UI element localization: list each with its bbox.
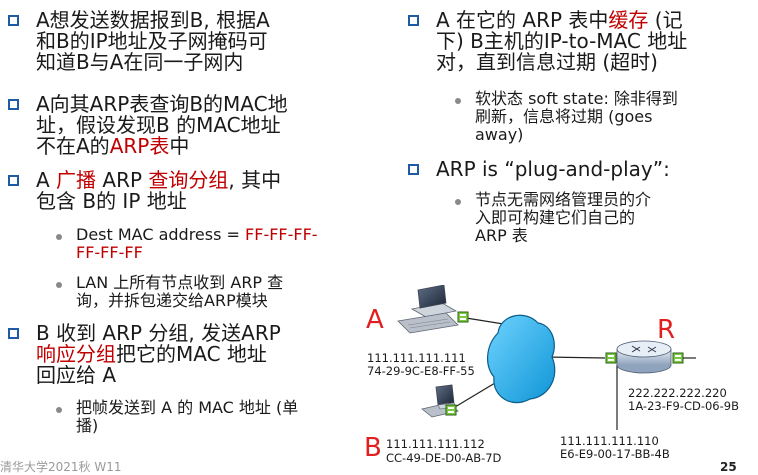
text-line: 刷新，信息将过期 (goes (475, 107, 653, 126)
course-footer: 清华大学2021秋 W11 (0, 460, 122, 474)
dot-bullet-icon (56, 407, 62, 413)
router-icon (616, 340, 672, 374)
host-a-letter: A (366, 305, 384, 335)
text-line: 不在A的 (36, 134, 110, 158)
link-cloud-router (544, 356, 606, 359)
square-bullet-icon (8, 15, 19, 26)
text-line: 对，直到信息过期 (超时) (436, 50, 658, 74)
sub-bullet-no-admin: 节点无需网络管理员的介 入即可构建它们自己的 ARP 表 (400, 191, 750, 245)
text-line: 回应给 A (36, 363, 117, 387)
text-line: ARP 表 (475, 226, 528, 245)
highlight-text: 响应分组 (36, 342, 116, 366)
text-line: LAN 上所有节点收到 ARP 查 (76, 273, 284, 292)
network-diagram: A B R 111.111.111.111 74-29-9C-E8-FF-55 … (360, 284, 758, 470)
text-line: 知道B与A在同一子网内 (36, 50, 244, 74)
text-line: 包含 B的 IP 地址 (36, 189, 187, 213)
host-b-letter: B (364, 433, 382, 463)
highlight-text: 缓存 (608, 8, 649, 32)
router-right-mac-label: 1A-23-F9-CD-06-9B (628, 399, 739, 413)
bullet-a-sends-datagram: A想发送数据报到B, 根据A 和B的IP地址及子网掩码可 知道B与A在同一子网内 (0, 10, 355, 73)
text-line: A想发送数据报到B, 根据A (36, 8, 270, 32)
dot-bullet-icon (455, 199, 461, 205)
router-left-ip-label: 111.111.111.110 (560, 434, 659, 448)
highlight-text: FF-FF-FF (76, 243, 143, 262)
router-left-mac-label: E6-E9-00-17-BB-4B (560, 447, 670, 461)
text-line: away) (475, 125, 524, 144)
square-bullet-icon (8, 175, 19, 186)
text-line: 下) B主机的IP-to-MAC 地址 (436, 29, 688, 53)
square-bullet-icon (8, 99, 19, 110)
text-line: 播) (76, 416, 99, 435)
router-right-ip-label: 222.222.222.220 (628, 386, 727, 400)
square-bullet-icon (408, 164, 419, 175)
sub-bullet-unicast-frame: 把帧发送到 A 的 MAC 地址 (单 播) (0, 399, 355, 435)
highlight-text: ARP表 (109, 134, 170, 158)
text-line: A向其ARP表查询B的MAC地 (36, 92, 288, 116)
host-b-ip-label: 111.111.111.112 (386, 437, 485, 451)
square-bullet-icon (8, 328, 19, 339)
text-line: 节点无需网络管理员的介 (475, 190, 652, 209)
router-right-adapter-icon (672, 352, 684, 364)
router-letter: R (657, 315, 676, 345)
host-a-mac-label: 74-29-9C-E8-FF-55 (367, 364, 475, 378)
dot-bullet-icon (56, 282, 62, 288)
text-line: 和B的IP地址及子网掩码可 (36, 29, 268, 53)
sub-bullet-soft-state: 软状态 soft state: 除非得到 刷新，信息将过期 (goes away… (400, 90, 750, 144)
highlight-text: 广播 (56, 168, 97, 192)
highlight-text: 查询分组 (148, 168, 229, 192)
sub-bullet-dest-mac: Dest MAC address = FF-FF-FF- FF-FF-FF (0, 226, 355, 262)
host-b-adapter-icon (445, 404, 457, 416)
square-bullet-icon (408, 15, 419, 26)
text-line: 入即可构建它们自己的 (475, 208, 636, 227)
lan-cloud (487, 314, 556, 404)
bullet-plug-and-play: ARP is “plug-and-play”: (400, 159, 750, 180)
page-number: 25 (720, 460, 737, 474)
host-a-adapter-icon (457, 311, 469, 323)
sub-bullet-lan-nodes-receive: LAN 上所有节点收到 ARP 查 询，并拆包递交给ARP模块 (0, 274, 355, 310)
text-line: ARP is “plug-and-play”: (436, 157, 670, 181)
text-line: 中 (169, 134, 190, 158)
text-line: 询，并拆包递交给ARP模块 (76, 291, 268, 310)
bullet-b-replies: B 收到 ARP 分组, 发送ARP 响应分组把它的MAC 地址 回应给 A (0, 323, 355, 386)
text-line: B 收到 ARP 分组, 发送ARP (36, 321, 281, 345)
host-a-computer-icon (397, 284, 459, 334)
bullet-a-broadcasts-arp-query: A 广播 ARP 查询分组, 其中 包含 B的 IP 地址 (0, 170, 355, 212)
host-b-mac-label: CC-49-DE-D0-AB-7D (386, 451, 502, 465)
highlight-text: FF-FF-FF- (245, 225, 318, 244)
network-diagram-graphic (397, 284, 696, 430)
dot-bullet-icon (56, 234, 62, 240)
text-line: 软状态 soft state: 除非得到 (475, 89, 678, 108)
router-left-adapter-icon (605, 352, 617, 364)
text-line: 把帧发送到 A 的 MAC 地址 (单 (76, 398, 299, 417)
bullet-a-queries-arp-table: A向其ARP表查询B的MAC地 址，假设发现B 的MAC地址 不在A的ARP表中 (0, 94, 355, 157)
text-line: 址，假设发现B 的MAC地址 (36, 113, 281, 137)
bullet-a-caches-mapping: A 在它的 ARP 表中缓存 (记 下) B主机的IP-to-MAC 地址 对，… (400, 10, 750, 73)
host-a-ip-label: 111.111.111.111 (367, 351, 466, 365)
dot-bullet-icon (455, 98, 461, 104)
